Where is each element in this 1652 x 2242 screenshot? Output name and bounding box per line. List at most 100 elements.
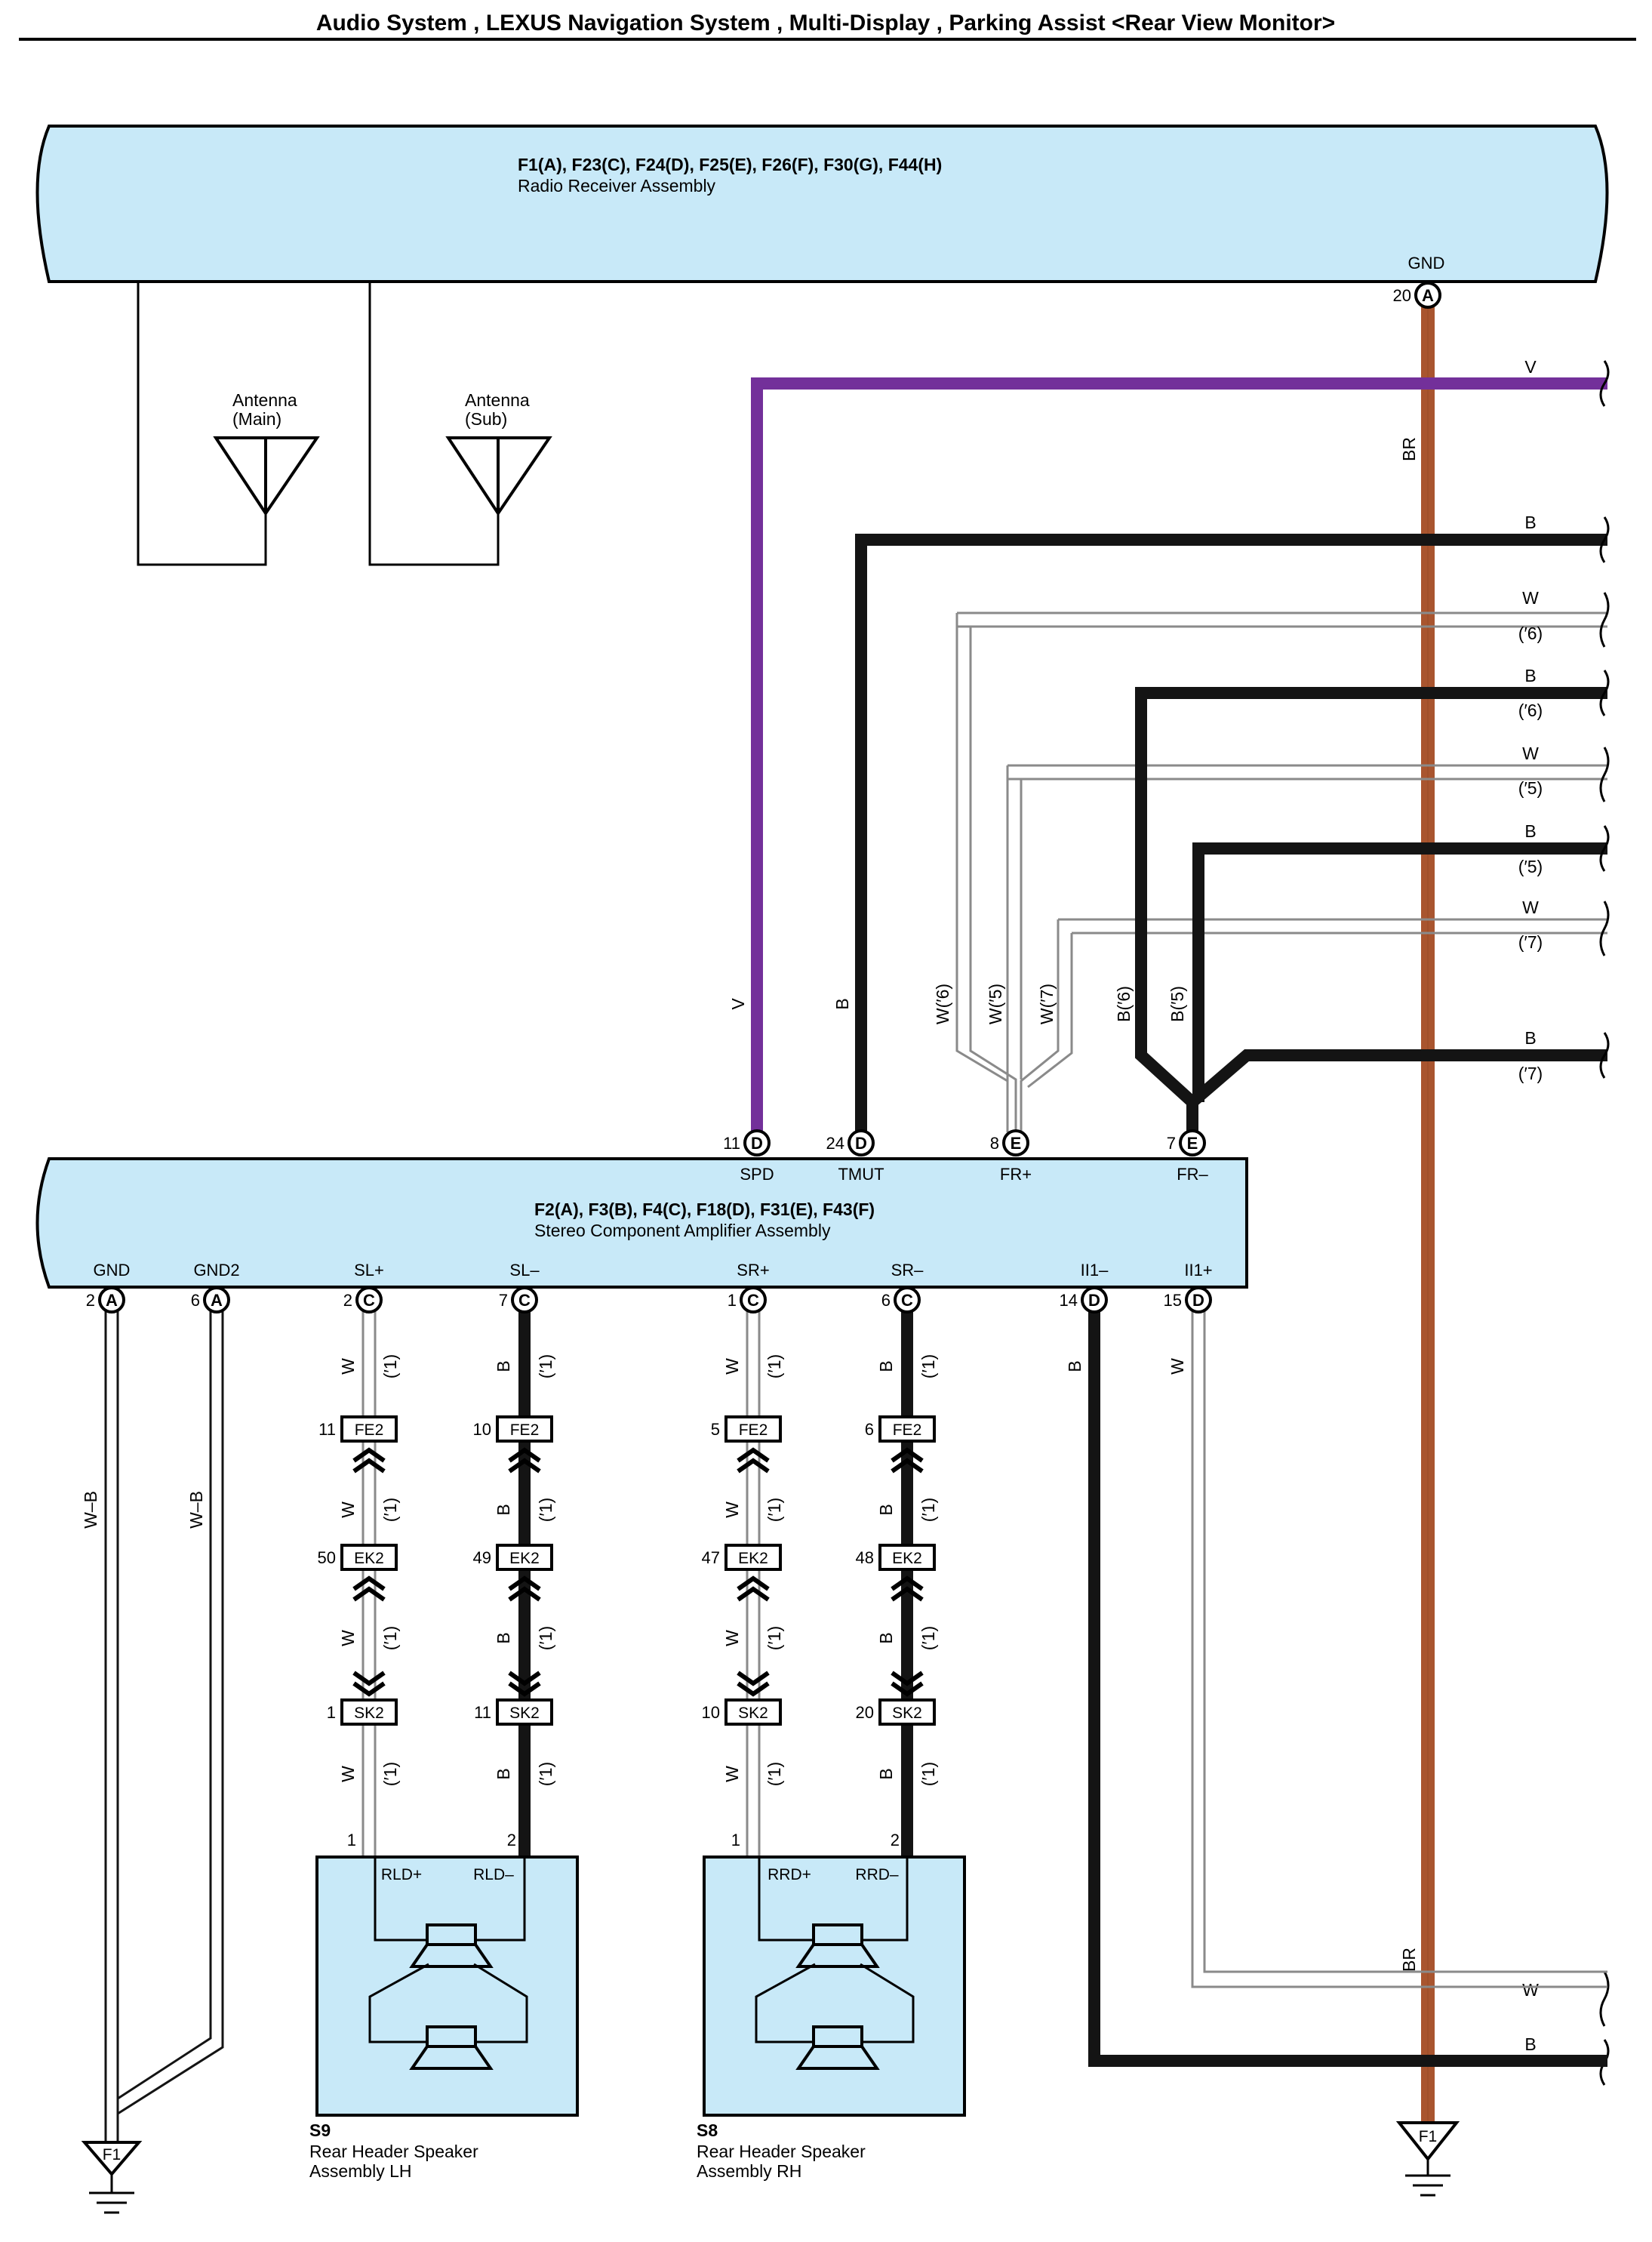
amp-top-terminal-0-circle (743, 1129, 771, 1156)
amp-bottom-terminal-4-circle (740, 1286, 767, 1313)
col-2-note-2: (′1) (764, 1626, 784, 1650)
col-2-wire-1: W (722, 1501, 742, 1518)
rw-4-note: (′5) (1518, 778, 1543, 798)
col-3-wire-1: B (876, 1504, 896, 1515)
joint-chevron-1-0-0 (508, 1447, 541, 1463)
col-2-note-0: (′1) (764, 1354, 784, 1378)
vl-gnd2: W–B (186, 1491, 206, 1529)
speaker-rh-pin-pos-num: 1 (731, 1831, 740, 1849)
amp-top-terminal-0-number: 11 (723, 1134, 740, 1153)
inline-sk2-0-box (340, 1698, 398, 1726)
amp-top-terminal-0-letter: D (751, 1134, 763, 1153)
rw-1-color: B (1524, 513, 1536, 532)
joint-chevron-0-0 (352, 1447, 386, 1474)
inline-ek2-3-box (878, 1544, 936, 1571)
amp-bottom-terminal-6-letter: D (1088, 1291, 1100, 1310)
joint-chevron-0-1 (352, 1575, 386, 1602)
speaker-lh-pin-neg-num: 2 (507, 1831, 516, 1849)
amp-bottom-terminal-7-circle (1185, 1286, 1212, 1313)
vl-w7: W(′7) (1037, 984, 1057, 1024)
inline-ek2-0-pin: 50 (318, 1548, 336, 1567)
speaker-rh-pin-neg-num: 2 (891, 1831, 900, 1849)
speaker-lh-code: S9 (309, 2120, 331, 2140)
radio-gnd-label: GND (1408, 254, 1445, 273)
amp-bottom-terminal-6: D 14 (1060, 1286, 1108, 1313)
rw-2-note: (′6) (1518, 624, 1543, 643)
radio-receiver-assembly: F1(A), F23(C), F24(D), F25(E), F26(F), F… (35, 125, 1609, 283)
inline-ek2-2-box (724, 1544, 782, 1571)
amp-bottom-terminal-2: C2 (343, 1286, 383, 1313)
col-3-note-3: (′1) (918, 1762, 938, 1786)
rw-6-color: W (1522, 898, 1539, 917)
speaker-lh-line1: Rear Header Speaker (309, 2142, 478, 2161)
speaker-rh-pin-pos-label: RRD+ (768, 1866, 811, 1883)
col-1-wire-2: B (494, 1632, 513, 1643)
amp-bottom-terminal-0-letter: A (106, 1291, 118, 1310)
ground-right: F1 (1395, 2121, 1460, 2197)
inline-ek2-2-code: EK2 (738, 1550, 768, 1567)
amp-bottom-terminal-2-circle (355, 1286, 383, 1313)
amp-bottom-terminal-6-number: 14 (1060, 1291, 1078, 1310)
antenna-sub: Antenna (Sub) (368, 282, 552, 566)
inline-sk2-3-code: SK2 (892, 1705, 922, 1722)
radio-connectors: F1(A), F23(C), F24(D), F25(E), F26(F), F… (518, 155, 942, 174)
joint-chevron-3-2-0 (891, 1681, 924, 1697)
amp-bottom-label-0: GND (94, 1261, 131, 1280)
speaker-wire-labels: B W (1065, 1358, 1187, 1375)
col-0-note-0: (′1) (380, 1354, 400, 1378)
speaker-lh-pin-pos-num: 1 (347, 1831, 356, 1849)
col-1-wire-1: B (494, 1504, 513, 1515)
col-3-note-1: (′1) (918, 1498, 938, 1522)
col-3-wire-0: B (876, 1360, 896, 1372)
radio-terminal-gnd-number: 20 (1393, 286, 1411, 305)
inline-ek2-3-code: EK2 (892, 1550, 922, 1567)
inline-fe2-3-pin: 6 (865, 1420, 874, 1439)
speaker-assembly-lh: RLD+ RLD– 1 2 S9 Rear Header Speaker Ass… (309, 1831, 579, 2181)
amp-top-terminal-1-letter: D (855, 1134, 867, 1153)
vl-spd: V (728, 998, 748, 1010)
amp-bottom-terminal-4-number: 1 (728, 1291, 737, 1310)
amp-top-terminal-3-label: FR– (1177, 1165, 1208, 1184)
inline-fe2-0-box (340, 1415, 398, 1443)
amp-bottom-terminal-1-letter: A (211, 1291, 223, 1310)
amp-bottom-terminal-1-number: 6 (191, 1291, 200, 1310)
col-2-wire-3: W (722, 1766, 742, 1782)
joint-chevron-0-0-0 (352, 1447, 386, 1463)
inline-sk2-1-box (496, 1698, 553, 1726)
antenna-sub-label-1: Antenna (465, 390, 530, 410)
vl-tmut: B (832, 998, 852, 1009)
amp-name: Stereo Component Amplifier Assembly (534, 1221, 831, 1240)
inline-sk2-2-box (724, 1698, 782, 1726)
joint-chevron-2-0 (737, 1447, 770, 1474)
joint-chevron-2-0-0 (737, 1447, 770, 1463)
vl-b5: B(′5) (1167, 986, 1187, 1022)
col-0-wire-0: W (338, 1358, 358, 1375)
stereo-amplifier-assembly: F2(A), F3(B), F4(C), F18(D), F31(E), F43… (35, 1157, 1248, 1289)
rw-0-color: V (1524, 357, 1537, 377)
col-0-wire-2: W (338, 1630, 358, 1646)
joint-chevron-2-2-0 (737, 1681, 770, 1697)
amp-top-terminal-3-letter: E (1187, 1134, 1198, 1153)
inline-fe2-0-code: FE2 (355, 1421, 384, 1439)
col-1-note-3: (′1) (536, 1762, 555, 1786)
col-0-note-3: (′1) (380, 1762, 400, 1786)
vl-b6: B(′6) (1114, 986, 1134, 1022)
col-3-wire-3: B (876, 1768, 896, 1779)
brw-1-color: B (1524, 2034, 1536, 2054)
amp-top-terminal-2-letter: E (1011, 1134, 1022, 1153)
inline-ek2-3-pin: 48 (856, 1548, 874, 1567)
col-3-note-2: (′1) (918, 1626, 938, 1650)
col-0-wire-1: W (338, 1501, 358, 1518)
amp-bottom-terminal-5-circle (894, 1286, 921, 1313)
inline-fe2-2-pin: 5 (711, 1420, 720, 1439)
amp-bottom-terminal-4: C1 (728, 1286, 767, 1313)
col-0-wire-3: W (338, 1766, 358, 1782)
rw-6-note: (′7) (1518, 932, 1543, 952)
amp-bottom-label-3: SL– (509, 1261, 540, 1280)
col-2-note-1: (′1) (764, 1498, 784, 1522)
amp-bottom-terminal-2-letter: C (363, 1291, 375, 1310)
